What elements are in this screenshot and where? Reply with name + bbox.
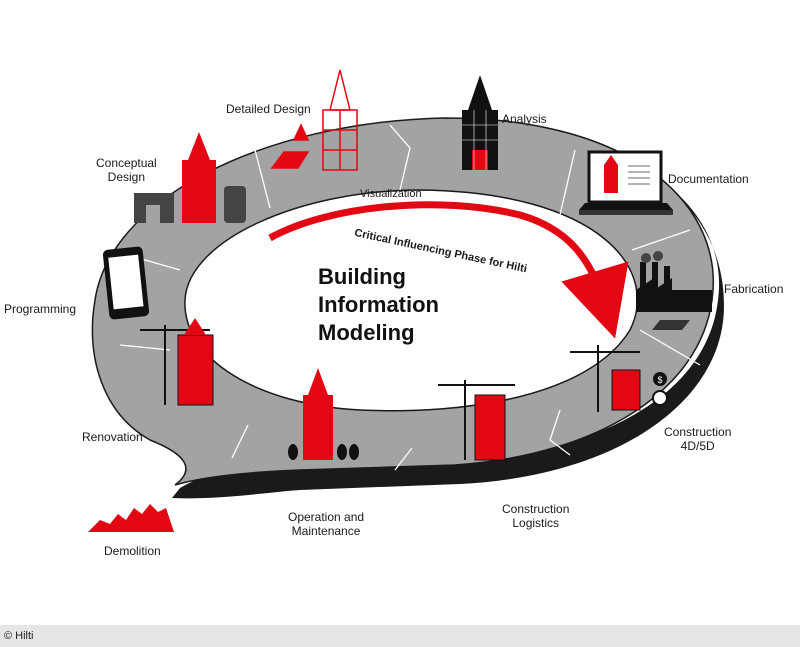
demolition-rubble-icon bbox=[88, 504, 174, 532]
main-title: Building Information Modeling bbox=[318, 263, 439, 347]
construction-logistics-label-line-1: Construction bbox=[502, 502, 570, 516]
visualization-label: Visualization bbox=[360, 188, 422, 200]
conceptual-design-label: Conceptual Design bbox=[96, 156, 157, 184]
conceptual-design-label-line-1: Conceptual bbox=[96, 156, 157, 170]
analysis-icon bbox=[462, 75, 498, 170]
documentation-label: Documentation bbox=[668, 172, 749, 186]
operation-maintenance-label-line-1: Operation and bbox=[288, 510, 365, 524]
detailed-design-icon bbox=[270, 69, 358, 171]
fabrication-factory-icon bbox=[636, 251, 712, 330]
operation-maintenance-label: Operation and Maintenance bbox=[288, 510, 364, 538]
main-title-line-1: Building bbox=[318, 264, 406, 289]
image-credit-bar: © Hilti bbox=[0, 625, 800, 647]
programming-label: Programming bbox=[4, 302, 77, 316]
programming-phone-icon bbox=[102, 246, 150, 320]
copyright-credit: © Hilti bbox=[4, 630, 34, 642]
conceptual-design-label-line-2: Design bbox=[107, 170, 146, 184]
svg-text:$: $ bbox=[657, 375, 662, 385]
construction-logistics-label-line-2: Logistics bbox=[512, 516, 560, 530]
operation-maintenance-label-line-2: Maintenance bbox=[291, 524, 361, 538]
construction-logistics-label: Construction Logistics bbox=[502, 502, 569, 530]
renovation-icon bbox=[140, 318, 214, 406]
documentation-laptop-icon bbox=[579, 150, 673, 215]
operation-maintenance-icon bbox=[288, 368, 359, 460]
detailed-design-label: Detailed Design bbox=[226, 102, 311, 116]
construction-4d5d-label-line-2: 4D/5D bbox=[680, 439, 715, 453]
construction-4d5d-icon: $ bbox=[570, 345, 668, 412]
fabrication-label: Fabrication bbox=[724, 282, 784, 296]
main-title-line-2: Information bbox=[318, 292, 439, 317]
construction-4d5d-label: Construction 4D/5D bbox=[664, 425, 731, 453]
critical-phase-arrow bbox=[268, 201, 629, 339]
renovation-label: Renovation bbox=[82, 430, 143, 444]
bim-lifecycle-diagram: $ Bu bbox=[4, 69, 784, 558]
demolition-label: Demolition bbox=[104, 544, 161, 558]
main-title-line-3: Modeling bbox=[318, 320, 415, 345]
conceptual-design-icon bbox=[134, 132, 246, 223]
construction-logistics-icon bbox=[438, 380, 515, 461]
construction-4d5d-label-line-1: Construction bbox=[664, 425, 732, 439]
analysis-label: Analysis bbox=[502, 112, 547, 126]
bim-ring-graphic: $ bbox=[88, 69, 724, 532]
